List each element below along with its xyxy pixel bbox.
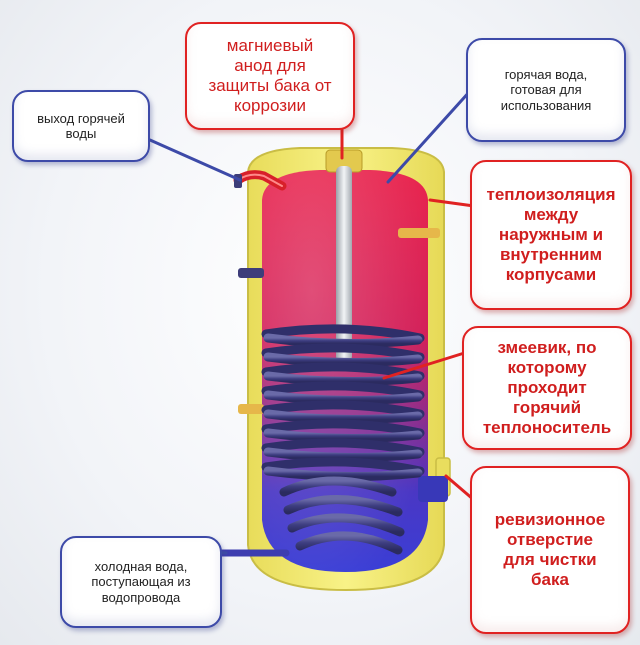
coil-turn-back: [261, 457, 425, 476]
callout-hot-water-ready-text: горячая вода, готовая для использования: [500, 67, 592, 113]
callout-hot-outlet: выход горячей воды: [12, 90, 150, 162]
callout-inspection-port: ревизионное отверстие для чистки бака: [470, 466, 630, 634]
lower-coil: [233, 476, 405, 555]
side-fittings: [238, 228, 448, 502]
coil-turn-front: [263, 409, 423, 425]
coil-turn-front: [263, 371, 423, 387]
coil-turn-back: [261, 324, 425, 343]
coil-turn-back: [261, 419, 425, 438]
coil-turn-front: [263, 333, 423, 349]
callout-insulation-text: теплоизоляция между наружным и внутренни…: [486, 184, 616, 285]
callout-cold-inlet-text: холодная вода, поступающая из водопровод…: [91, 559, 191, 605]
coil-turn-back: [261, 438, 425, 457]
callout-inspection-port-text: ревизионное отверстие для чистки бака: [494, 509, 606, 590]
coil-turn-back: [261, 381, 425, 400]
coil-turn-front: [263, 390, 423, 406]
callout-magnesium-anode-text: магниевый анод для защиты бака от корроз…: [208, 35, 332, 116]
callout-hot-water-ready: горячая вода, готовая для использования: [466, 38, 626, 142]
coil-turn-front: [263, 428, 423, 444]
callout-coil: змеевик, по которому проходит горячий те…: [462, 326, 632, 450]
callout-cold-inlet: холодная вода, поступающая из водопровод…: [60, 536, 222, 628]
callout-hot-outlet-text: выход горячей воды: [37, 110, 125, 141]
coil-turn-back: [261, 400, 425, 419]
coil-turn-front: [263, 466, 423, 482]
coil-turn-front: [263, 447, 423, 463]
callout-coil-text: змеевик, по которому проходит горячий те…: [482, 337, 612, 438]
callout-insulation: теплоизоляция между наружным и внутренни…: [470, 160, 632, 310]
hot-outlet-pipe: [233, 170, 287, 191]
coil-turn-back: [261, 343, 425, 362]
callout-magnesium-anode: магниевый анод для защиты бака от корроз…: [185, 22, 355, 130]
coil-turn-front: [263, 352, 423, 368]
